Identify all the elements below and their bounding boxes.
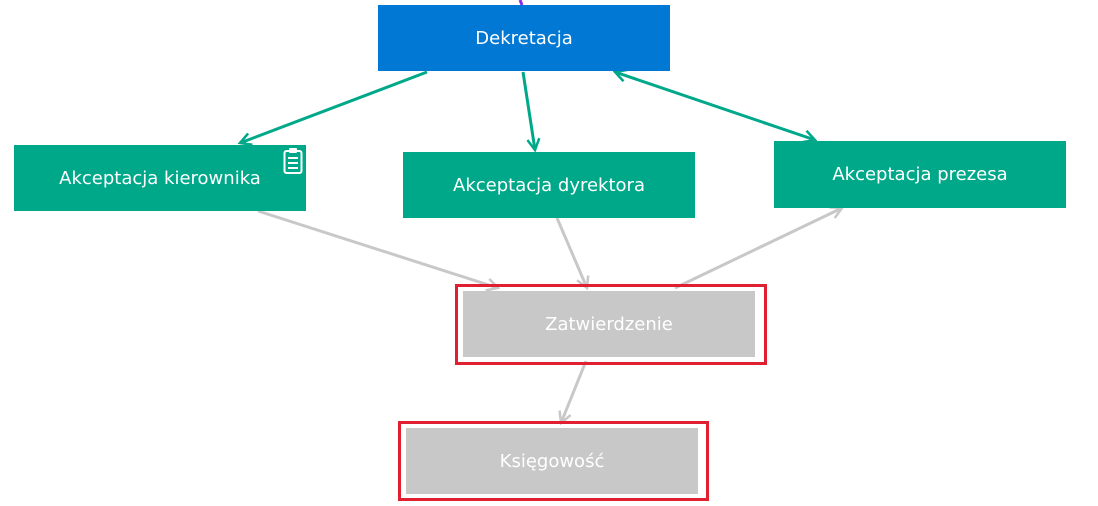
- node-akceptacja-prezesa-label: Akceptacja prezesa: [832, 164, 1008, 185]
- node-dekretacja[interactable]: Dekretacja: [378, 5, 670, 71]
- node-dekretacja-label: Dekretacja: [475, 27, 573, 49]
- edge-dekretacja-kierownik: [240, 70, 428, 143]
- edge-kierownik-zatwierdzenie: [257, 209, 498, 288]
- edge-dekretacja-prezes: [615, 72, 815, 140]
- node-ksiegowosc-label: Księgowość: [499, 450, 605, 472]
- node-akceptacja-prezesa[interactable]: Akceptacja prezesa: [774, 141, 1066, 208]
- node-akceptacja-kierownika[interactable]: Akceptacja kierownika: [14, 145, 306, 211]
- node-zatwierdzenie-label: Zatwierdzenie: [545, 313, 673, 335]
- highlight-ksiegowosc: [398, 421, 709, 501]
- edge-dekretacja-dyrektor: [521, 71, 535, 150]
- incoming-edge: [518, 0, 524, 6]
- edge-zatwierdzenie-prezes: [674, 208, 842, 290]
- node-zatwierdzenie[interactable]: Zatwierdzenie: [463, 291, 755, 357]
- edge-zatwierdzenie-ksiegowosc: [561, 360, 588, 423]
- edge-dyrektor-zatwierdzenie: [555, 217, 587, 288]
- node-akceptacja-dyrektora-label: Akceptacja dyrektora: [453, 174, 645, 196]
- node-akceptacja-kierownika-label: Akceptacja kierownika: [59, 167, 261, 189]
- node-akceptacja-dyrektora[interactable]: Akceptacja dyrektora: [403, 152, 695, 218]
- highlight-zatwierdzenie: [455, 284, 767, 365]
- node-ksiegowosc[interactable]: Księgowość: [406, 428, 698, 494]
- clipboard-icon[interactable]: [283, 147, 303, 175]
